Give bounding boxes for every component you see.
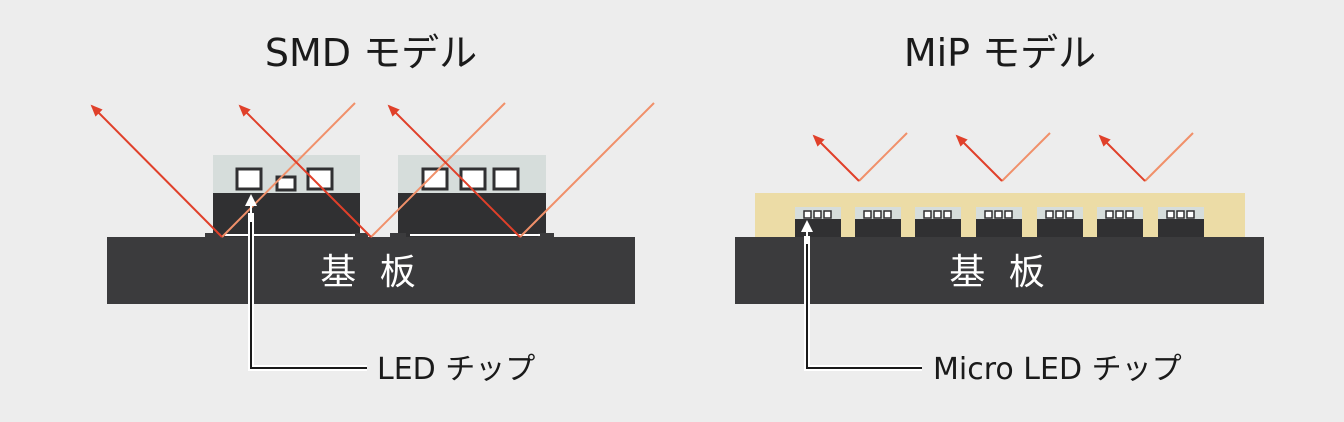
- smd-substrate: [107, 237, 635, 304]
- smd-led-chip: [306, 167, 334, 191]
- smd-incident-ray: [519, 102, 655, 238]
- smd-reflected-ray: [238, 104, 372, 238]
- smd-incident-ray: [221, 102, 356, 238]
- smd-incident-ray: [370, 102, 506, 238]
- smd-led-chip: [492, 167, 520, 191]
- mip-packages: [795, 207, 1204, 237]
- mip-package: [1097, 207, 1143, 237]
- smd-chip-label: LED チップ: [377, 352, 535, 387]
- mip-reflected-ray: [812, 134, 860, 182]
- mip-title: MiP モデル: [904, 31, 1096, 75]
- mip-incident-ray: [1001, 132, 1051, 182]
- smd-led-chip: [275, 175, 297, 192]
- mip-package: [915, 207, 961, 237]
- smd-reflected-ray: [90, 104, 223, 238]
- smd-title: SMD モデル: [265, 31, 477, 75]
- mip-reflected-ray: [955, 134, 1003, 182]
- smd-package: [390, 155, 554, 238]
- mip-chip-label: Micro LED チップ: [933, 352, 1182, 387]
- mip-package: [1158, 207, 1204, 237]
- mip-panel: MiP モデル 基 板: [735, 31, 1264, 387]
- smd-substrate-label: 基 板: [320, 252, 421, 293]
- mip-incident-ray: [858, 132, 908, 182]
- mip-package: [795, 207, 841, 237]
- mip-light-rays: [812, 132, 1194, 182]
- smd-light-rays: [90, 102, 655, 238]
- mip-chip-callout: [801, 220, 922, 371]
- mip-package: [855, 207, 901, 237]
- smd-panel: SMD モデル 基 板: [90, 31, 655, 387]
- mip-reflected-ray: [1098, 134, 1146, 182]
- smd-reflected-ray: [387, 104, 521, 238]
- smd-led-chip: [421, 167, 449, 191]
- mip-package: [1037, 207, 1083, 237]
- mip-incident-ray: [1144, 132, 1194, 182]
- smd-chip-callout: [245, 194, 367, 371]
- smd-led-chip: [459, 167, 487, 191]
- smd-led-chip: [235, 167, 263, 191]
- mip-substrate-label: 基 板: [949, 252, 1050, 293]
- smd-package: [205, 155, 368, 238]
- mip-package: [976, 207, 1022, 237]
- mip-substrate: [735, 237, 1264, 304]
